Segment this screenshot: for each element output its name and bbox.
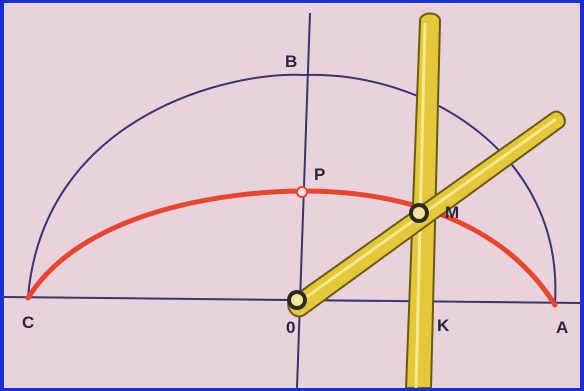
point-p-marker: [296, 186, 308, 198]
label-m: M: [445, 203, 459, 222]
ellipse-construction-diagram: B P M C 0 K A: [4, 12, 580, 388]
label-a: A: [556, 318, 568, 337]
red-ellipse-arc: [25, 188, 558, 308]
joint-m: [409, 203, 429, 223]
label-c: C: [22, 313, 34, 332]
vertical-axis-ob: [296, 12, 311, 388]
label-k: K: [437, 316, 450, 335]
label-b: B: [285, 52, 297, 71]
pivot-o: [287, 290, 307, 310]
label-p: P: [314, 165, 325, 184]
label-o: 0: [286, 318, 295, 337]
diagram-canvas: B P M C 0 K A: [4, 3, 580, 388]
outer-semicircle: [27, 73, 557, 304]
